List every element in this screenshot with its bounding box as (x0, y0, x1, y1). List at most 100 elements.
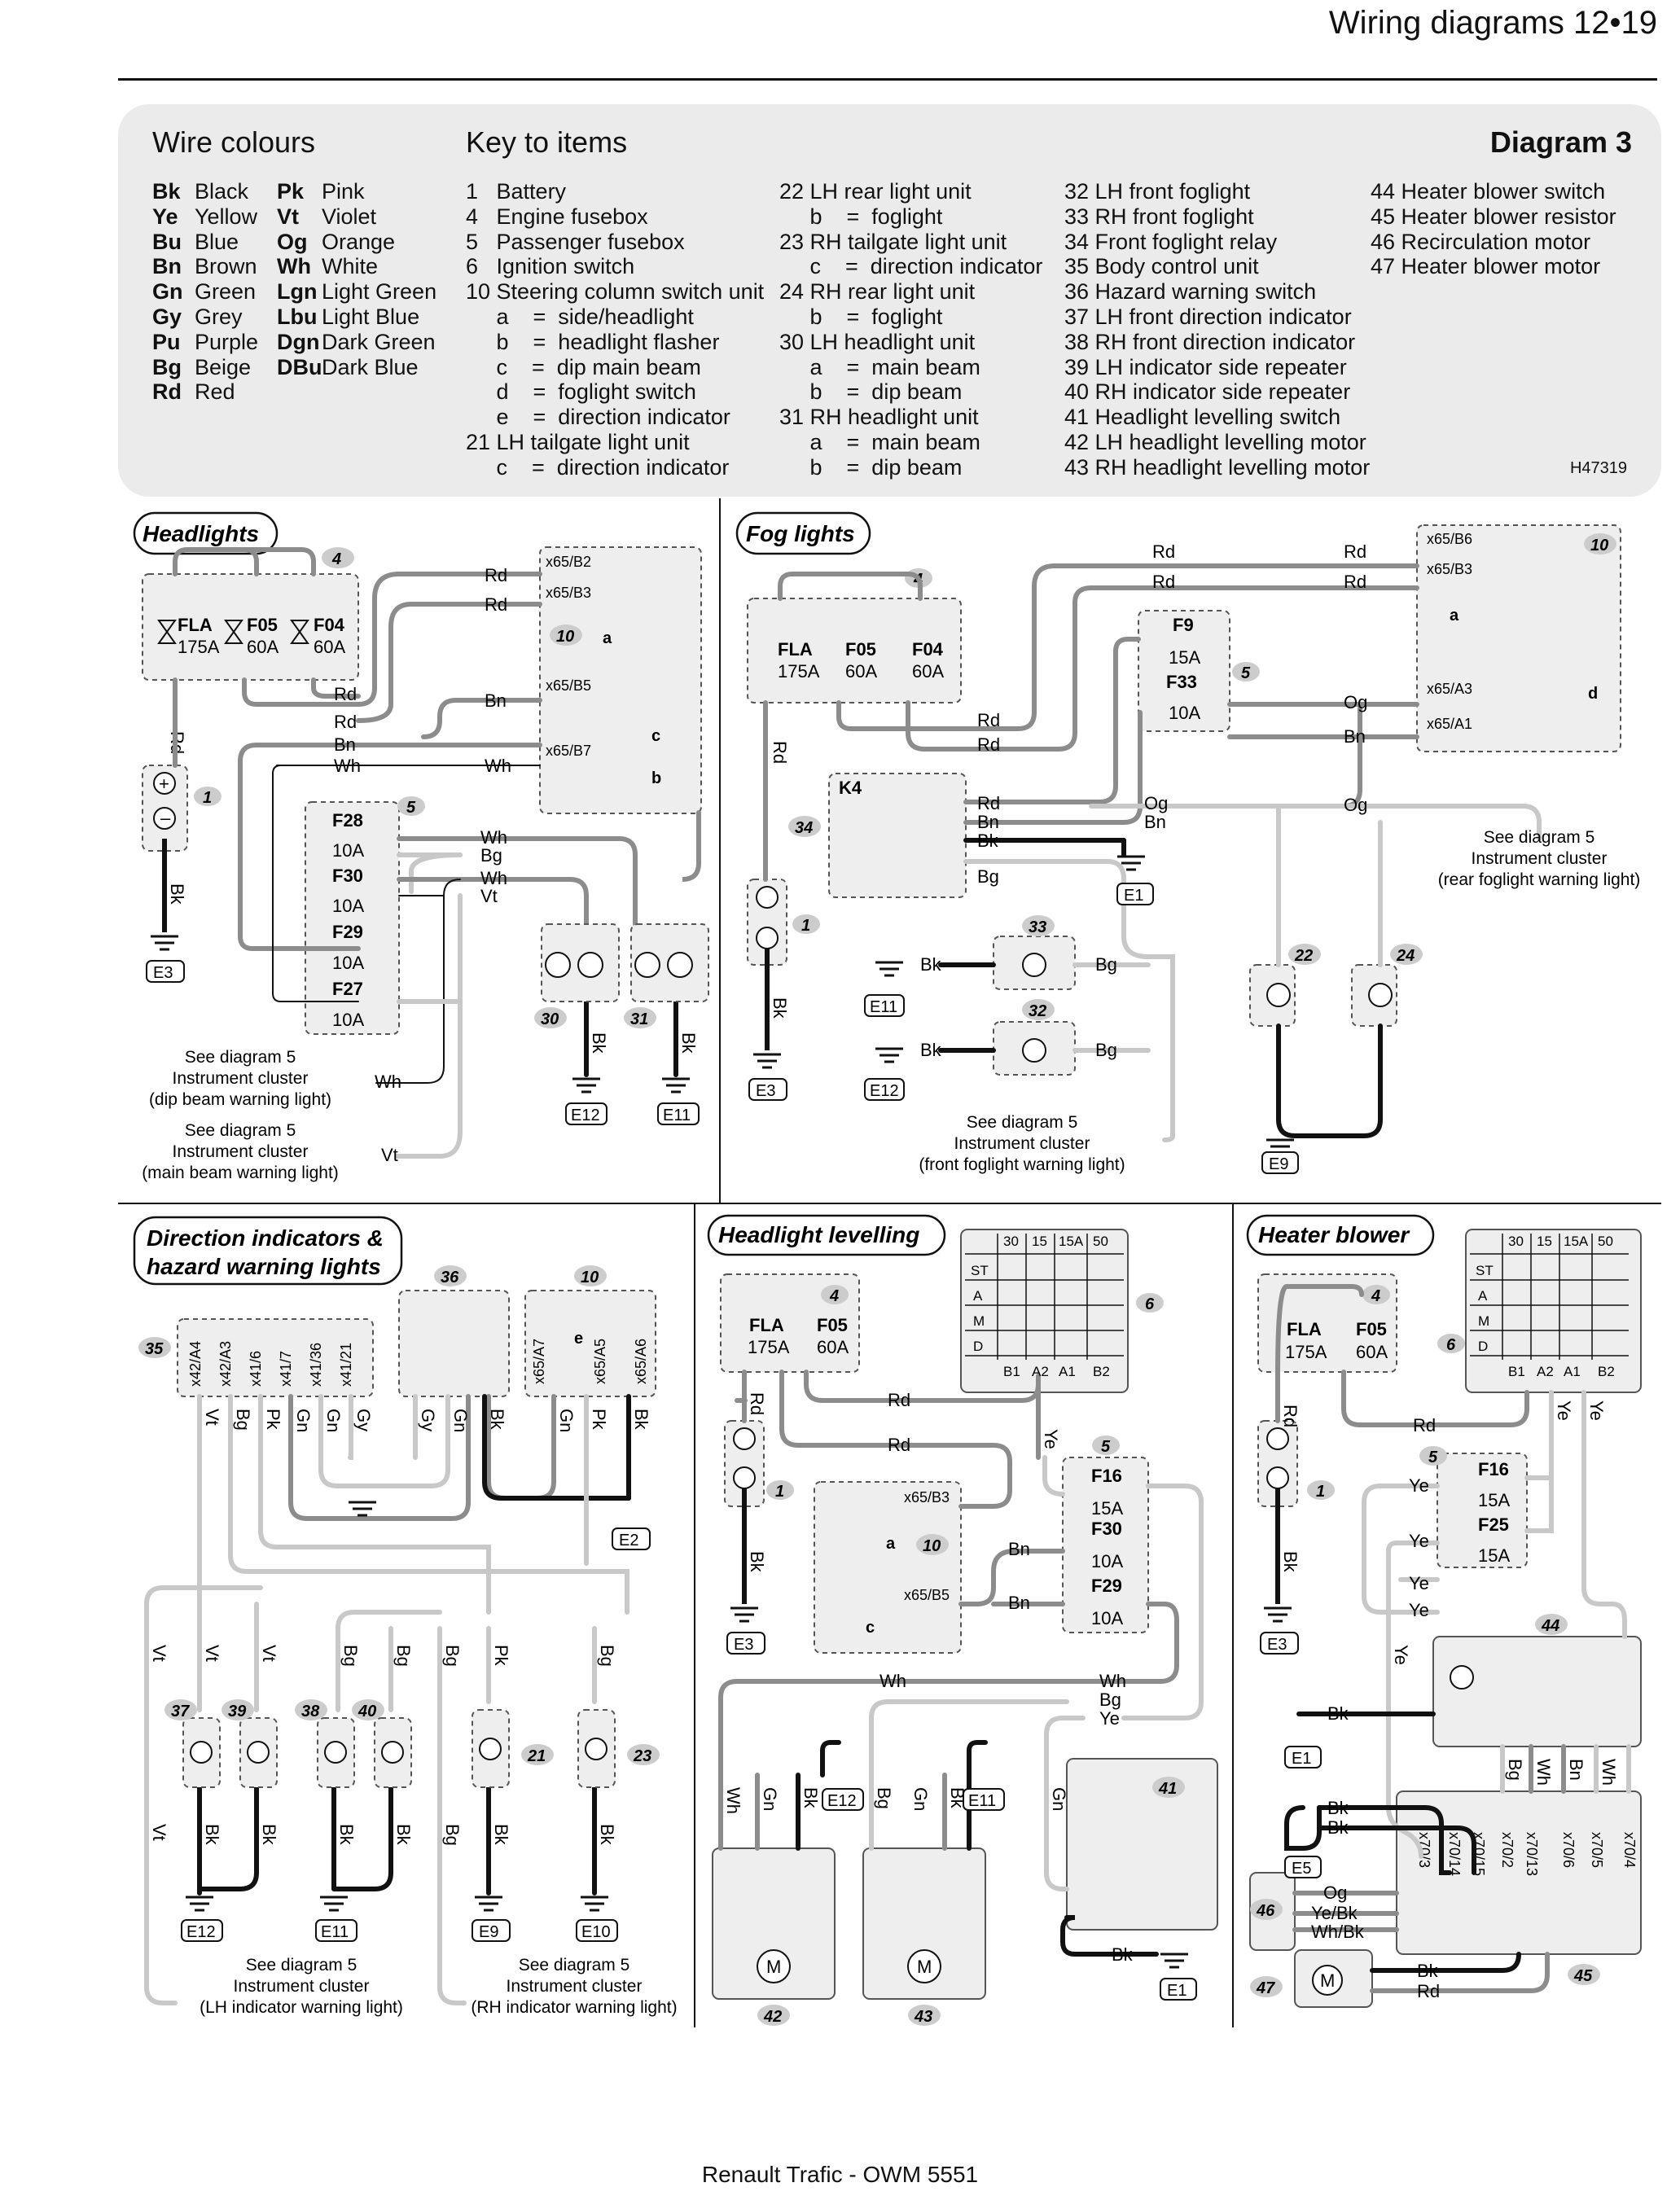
svg-text:a: a (1450, 607, 1459, 625)
svg-text:D: D (1478, 1339, 1488, 1354)
svg-text:Rd: Rd (977, 734, 1000, 755)
key-item: 43 RH headlight levelling motor (1064, 454, 1371, 480)
svg-text:FLA: FLA (749, 1315, 784, 1335)
svg-text:Bg: Bg (1505, 1759, 1525, 1781)
svg-text:1: 1 (775, 1483, 784, 1501)
svg-text:Wh/Bk: Wh/Bk (1311, 1922, 1365, 1942)
svg-text:e: e (574, 1330, 583, 1348)
svg-text:Bk: Bk (920, 1040, 942, 1060)
svg-text:x70/4: x70/4 (1621, 1832, 1638, 1868)
svg-text:E11: E11 (968, 1792, 996, 1810)
svg-text:(LH indicator warning light): (LH indicator warning light) (200, 1998, 403, 2017)
svg-text:hazard warning lights: hazard warning lights (147, 1254, 381, 1279)
svg-text:5: 5 (1241, 664, 1251, 682)
svg-text:x65/B3: x65/B3 (546, 585, 591, 601)
svg-text:30: 30 (541, 1010, 559, 1028)
key-item: 42 LH headlight levelling motor (1064, 429, 1366, 454)
svg-text:10A: 10A (1091, 1551, 1123, 1571)
levelling-switch-41 (1066, 1758, 1218, 1931)
svg-text:Pk: Pk (491, 1645, 511, 1667)
svg-text:See diagram 5: See diagram 5 (185, 1121, 296, 1140)
svg-text:Bk: Bk (597, 1824, 617, 1846)
diagram-number: Diagram 3 (1489, 125, 1632, 159)
svg-text:10A: 10A (1091, 1608, 1123, 1628)
svg-text:35: 35 (145, 1340, 164, 1358)
svg-text:50: 50 (1093, 1234, 1108, 1249)
svg-text:Wh: Wh (1599, 1759, 1619, 1786)
svg-text:Gn: Gn (760, 1787, 780, 1811)
svg-text:See diagram 5: See diagram 5 (1484, 828, 1595, 847)
svg-text:K4: K4 (839, 778, 862, 798)
svg-text:E12: E12 (186, 1923, 216, 1941)
svg-text:6: 6 (1446, 1336, 1456, 1354)
svg-text:Instrument cluster: Instrument cluster (173, 1142, 309, 1161)
svg-text:E3: E3 (1267, 1636, 1287, 1654)
fog-relay-34 (828, 773, 967, 898)
svg-text:Bk: Bk (491, 1824, 511, 1846)
svg-text:See diagram 5: See diagram 5 (967, 1113, 1078, 1132)
key-item: a = side/headlight (466, 304, 694, 329)
svg-text:Ye/Bk: Ye/Bk (1311, 1903, 1358, 1923)
fuse-fla (157, 620, 177, 644)
key-item: b = headlight flasher (466, 329, 720, 354)
key-item: 30 LH headlight unit (779, 329, 976, 354)
svg-text:10: 10 (1590, 537, 1608, 554)
key-item: b = dip beam (779, 454, 963, 480)
body-control-unit-35 (177, 1318, 374, 1397)
passenger-fusebox-5 (305, 801, 400, 1035)
svg-text:Wh: Wh (480, 827, 507, 848)
wire-colours-heading: Wire colours (152, 125, 316, 159)
svg-text:Instrument cluster: Instrument cluster (234, 1977, 370, 1996)
svg-text:Heater blower: Heater blower (1258, 1222, 1410, 1247)
svg-text:A1: A1 (1059, 1364, 1076, 1379)
svg-text:15A: 15A (1478, 1545, 1510, 1566)
svg-text:Pk: Pk (589, 1409, 609, 1431)
svg-text:E3: E3 (756, 1082, 775, 1100)
svg-text:Rd: Rd (1152, 541, 1175, 562)
svg-text:175A: 175A (178, 637, 220, 657)
svg-text:Wh: Wh (480, 868, 507, 888)
key-item: 33 RH front foglight (1064, 204, 1254, 229)
svg-text:Bg: Bg (1095, 954, 1117, 975)
svg-text:Ye: Ye (1409, 1531, 1429, 1551)
svg-text:10: 10 (556, 628, 574, 646)
svg-text:15A: 15A (1091, 1498, 1123, 1519)
svg-text:Rd: Rd (485, 565, 507, 585)
svg-text:39: 39 (228, 1703, 247, 1720)
svg-text:Bk: Bk (202, 1824, 222, 1846)
svg-text:x70/13: x70/13 (1524, 1832, 1540, 1876)
svg-text:Instrument cluster: Instrument cluster (1472, 849, 1608, 868)
svg-text:E11: E11 (321, 1923, 349, 1941)
svg-text:Ye: Ye (1391, 1645, 1411, 1665)
svg-text:Bg: Bg (393, 1645, 414, 1667)
svg-text:Rd: Rd (1152, 572, 1175, 592)
svg-text:10A: 10A (1169, 703, 1200, 723)
svg-text:Rd: Rd (1344, 572, 1366, 592)
svg-text:x41/7: x41/7 (278, 1351, 294, 1387)
svg-text:60A: 60A (314, 637, 345, 657)
key-item: 36 Hazard warning switch (1064, 279, 1317, 305)
svg-text:30: 30 (1508, 1234, 1524, 1249)
svg-text:Wh: Wh (1099, 1671, 1126, 1691)
svg-text:Vt: Vt (480, 886, 498, 906)
key-item: 44 Heater blower switch (1371, 179, 1606, 204)
lev-ignition-switch-6 (960, 1229, 1129, 1393)
header-rule (118, 78, 1657, 81)
svg-text:Rd: Rd (888, 1390, 910, 1410)
svg-text:x65/A7: x65/A7 (531, 1339, 547, 1384)
svg-text:d: d (1588, 685, 1598, 703)
svg-text:M: M (1478, 1313, 1489, 1329)
svg-text:32: 32 (1029, 1002, 1046, 1020)
svg-text:ST: ST (1476, 1263, 1494, 1278)
svg-text:E1: E1 (1167, 1982, 1187, 2000)
headlights-section: Headlights 4 FLA F05 F04 175A 60A 60A + … (133, 511, 709, 1182)
svg-text:D: D (973, 1339, 983, 1354)
rh-levelling-motor-43 (862, 1847, 986, 2000)
